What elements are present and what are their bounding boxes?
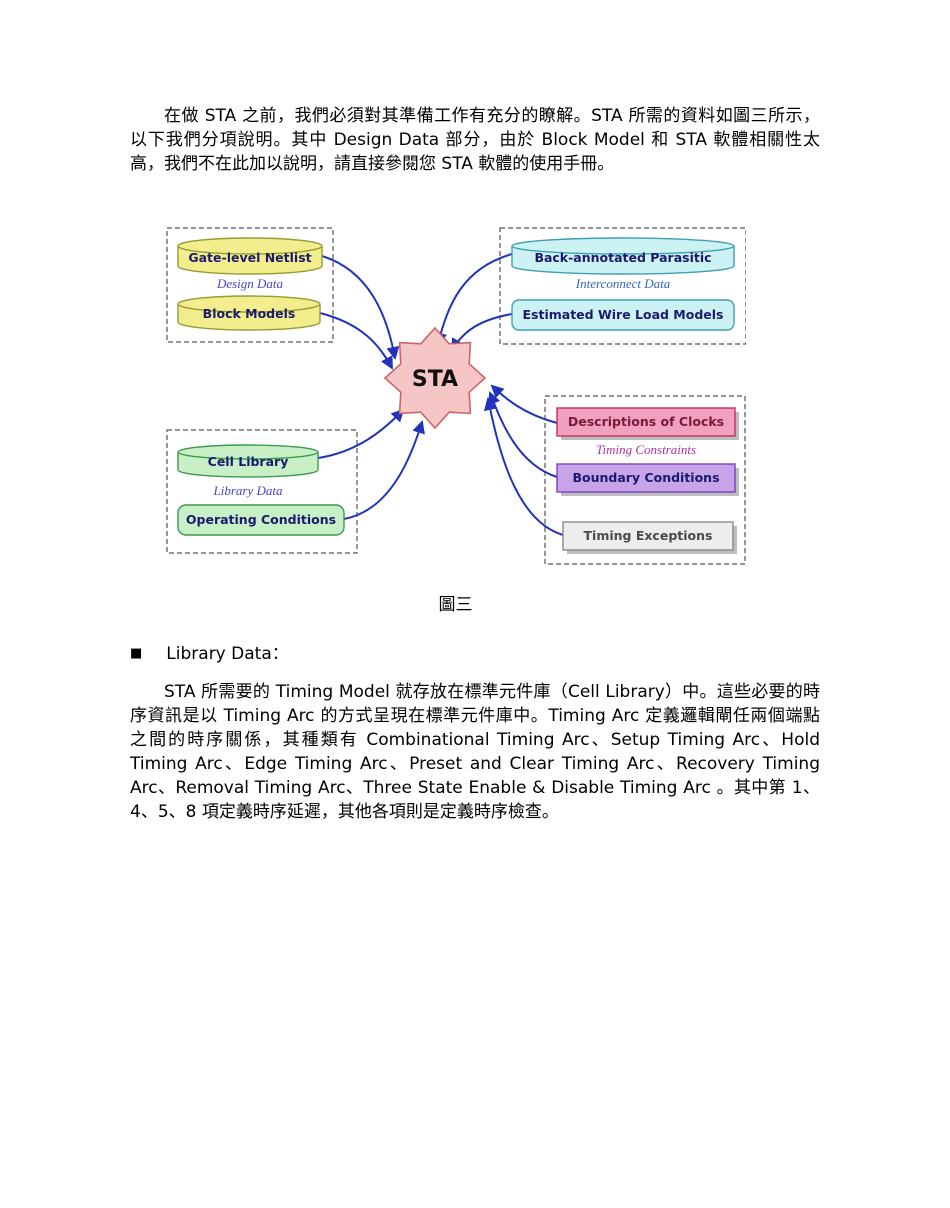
arrow-descriptions-of-clocks (490, 384, 558, 424)
operating-conditions-node: Operating Conditions (177, 504, 345, 536)
boundary-conditions-label: Boundary Conditions (572, 470, 719, 485)
operating-conditions-shape (177, 504, 345, 536)
sta-label: STA (412, 367, 458, 392)
block-models-shape (177, 295, 321, 331)
sta-node: STA (383, 326, 487, 430)
back-annotated-parasitic-top-edge (511, 245, 735, 255)
cell-library-shape (177, 444, 319, 478)
figure-caption: 圖三 (438, 595, 473, 615)
cell-library-top-edge (177, 451, 319, 460)
back-annotated-parasitic-label: Back-annotated Parasitic (534, 250, 711, 265)
block-models-top-edge (177, 303, 321, 313)
cell-library-label: Cell Library (208, 454, 289, 469)
library-data-group-label: Library Data (213, 483, 283, 498)
arrow-back-annotated-parasitic (434, 253, 513, 346)
arrow-gate-level-netlist (321, 255, 400, 360)
interconnect-data-group-label: Interconnect Data (575, 276, 671, 291)
arrows (317, 253, 564, 536)
cell-library-node: Cell Library (177, 444, 319, 478)
intro-paragraph: 在做 STA 之前，我們必須對其準備工作有充分的瞭解。STA 所需的資料如圖三所… (130, 106, 820, 174)
library-data-paragraph: STA 所需要的 Timing Model 就存放在標準元件庫（Cell Lib… (130, 682, 820, 822)
descriptions-of-clocks-label: Descriptions of Clocks (568, 414, 724, 429)
back-annotated-parasitic-node: Back-annotated Parasitic (511, 237, 735, 275)
sta-inputs-diagram: STA Gate-level Netlist Design Data Block… (166, 227, 747, 565)
block-models-node: Block Models (177, 295, 321, 331)
estimated-wire-load-models-node: Estimated Wire Load Models (511, 299, 735, 331)
boundary-conditions-shape (556, 463, 736, 493)
timing-constraints-group-box (544, 395, 746, 565)
arrow-boundary-conditions (487, 391, 558, 478)
sta-star-shape (383, 326, 487, 430)
square-bullet-icon: ■ (130, 646, 143, 661)
descriptions-of-clocks-shape (556, 407, 736, 437)
section-title: Library Data： (166, 644, 289, 664)
gate-level-netlist-shape (177, 237, 323, 275)
arrow-block-models (319, 312, 393, 370)
block-models-label: Block Models (203, 306, 296, 321)
arrow-operating-conditions (343, 420, 425, 520)
descriptions-of-clocks-node: Descriptions of Clocks (556, 407, 739, 440)
gate-level-netlist-label: Gate-level Netlist (188, 250, 311, 265)
timing-exceptions-label: Timing Exceptions (584, 528, 713, 543)
estimated-wire-load-models-shape (511, 299, 735, 331)
library-data-group-box (166, 429, 358, 554)
gate-level-netlist-node: Gate-level Netlist (177, 237, 323, 275)
timing-constraints-group-label: Timing Constraints (596, 442, 696, 457)
gate-level-netlist-top-edge (177, 245, 323, 255)
estimated-wire-load-models-label: Estimated Wire Load Models (523, 307, 724, 322)
timing-exceptions-shape (562, 521, 734, 551)
arrow-cell-library (317, 408, 405, 459)
design-data-group-box (166, 227, 334, 343)
section-heading-library-data: ■ Library Data： (130, 642, 950, 666)
boundary-conditions-node: Boundary Conditions (556, 463, 739, 496)
design-data-group-label: Design Data (216, 276, 284, 291)
operating-conditions-label: Operating Conditions (186, 512, 336, 527)
back-annotated-parasitic-shape (511, 237, 735, 275)
figure-sta-inputs: STA Gate-level Netlist Design Data Block… (165, 226, 747, 568)
arrow-timing-exceptions (483, 397, 564, 536)
timing-exceptions-node: Timing Exceptions (562, 521, 737, 554)
